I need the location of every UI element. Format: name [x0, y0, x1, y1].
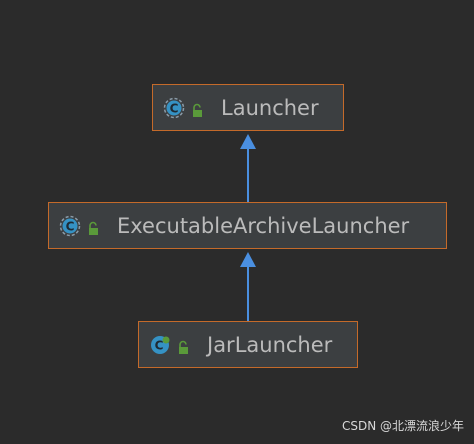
- abstract-class-icon: C: [163, 97, 185, 119]
- node-label: ExecutableArchiveLauncher: [117, 213, 410, 238]
- edge-arrowhead: [240, 134, 256, 149]
- watermark: CSDN @北漂流浪少年: [341, 419, 464, 433]
- svg-text:C: C: [155, 338, 164, 352]
- node-jarlauncher[interactable]: C JarLauncher: [138, 321, 358, 368]
- node-label: Launcher: [221, 95, 319, 120]
- unlocked-padlock-icon: [87, 218, 101, 235]
- node-executablearchivelauncher[interactable]: C ExecutableArchiveLauncher: [48, 202, 447, 249]
- unlocked-padlock-icon: [191, 100, 205, 117]
- class-icon: C: [149, 334, 171, 356]
- abstract-class-icon: C: [59, 215, 81, 237]
- node-label: JarLauncher: [207, 332, 333, 357]
- node-launcher[interactable]: C Launcher: [152, 84, 344, 131]
- svg-text:C: C: [66, 219, 75, 233]
- svg-text:C: C: [170, 101, 179, 115]
- edge-arrowhead: [240, 252, 256, 267]
- unlocked-padlock-icon: [177, 337, 191, 354]
